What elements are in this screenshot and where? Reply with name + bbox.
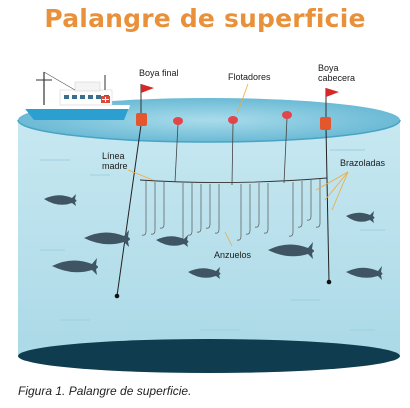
floats [173, 111, 292, 125]
shark [346, 211, 375, 223]
shark [44, 194, 77, 206]
shark [84, 230, 130, 247]
water-streaks [40, 149, 385, 331]
sea-bottom [18, 339, 400, 373]
shark [52, 258, 98, 275]
float-lines [174, 117, 288, 186]
label-linea-madre-line1: Línea [102, 151, 125, 161]
label-brazoladas: Brazoladas [340, 158, 386, 168]
figure-caption: Figura 1. Palangre de superficie. [18, 384, 192, 398]
label-flotadores: Flotadores [228, 72, 271, 82]
label-linea-madre-line2: madre [102, 161, 128, 171]
label-boya-cabecera-line1: Boya [318, 63, 339, 73]
diagram-title: Palangre de superficie [44, 4, 366, 33]
head-buoy [320, 88, 339, 130]
anchor-line-head [325, 127, 330, 283]
label-anzuelos: Anzuelos [214, 250, 252, 260]
callout-lines [127, 83, 349, 247]
fish [44, 194, 383, 280]
label-boya-final: Boya final [139, 68, 179, 78]
shark [346, 266, 383, 280]
label-boya-cabecera-line2: cabecera [318, 73, 355, 83]
shark [268, 242, 314, 259]
shark [188, 267, 221, 279]
end-buoy [136, 84, 154, 126]
anchor-line-end [116, 124, 142, 297]
water-column [18, 120, 400, 373]
shark [156, 235, 189, 247]
fishing-boat [22, 71, 130, 120]
